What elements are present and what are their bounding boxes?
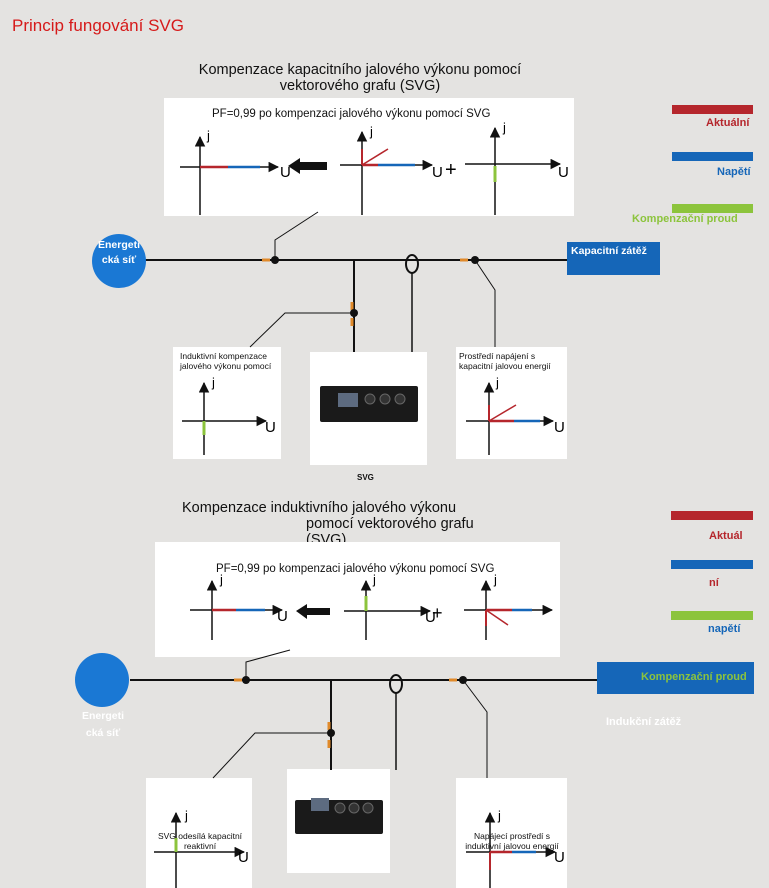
section1-left-vector [182,381,268,455]
page-title: Princip fungování SVG [12,16,184,35]
section1-vector-2 [340,130,434,215]
axis-u-label: U [554,419,565,436]
section1-device-label: SVG [357,473,374,482]
left-arrow-icon [296,604,330,619]
axis-j-label: j [206,128,210,143]
legend1-voltage-bar [672,152,753,161]
section1-left-panel-text: Induktivní kompenzace jalového výkonu po… [180,351,272,371]
axis-u-label: U [238,849,249,866]
legend1-current-label: Aktuální [706,117,750,129]
section1-load-box [567,242,660,275]
section1-vector-1 [180,135,280,215]
section2-panel-text: PF=0,99 po kompenzaci jalového výkonu po… [216,563,495,575]
section1-header-line2: vektorového grafu (SVG) [279,78,441,94]
section2-left-vector [154,811,246,888]
axis-j-label: j [493,572,497,587]
axis-u-label: U [554,849,565,866]
section1-right-vector [466,381,555,455]
legend2-voltage-label: ní [709,577,719,589]
section1-right-panel [456,347,567,459]
section2-right-vector [466,811,557,888]
axis-j-label: j [219,572,223,587]
legend1-voltage-label: Napětí [717,166,751,178]
legend2-current-label: Aktuál [709,530,743,542]
plus-sign: + [445,159,457,181]
legend2-compensation-label: napětí [708,623,741,635]
axis-j-label: j [372,572,376,587]
section2-header-line1: Kompenzace induktivního jalového výkonu [182,500,457,516]
section2-grid-node-label: Energetická síť [81,710,124,739]
section1-load-box-label: Kapacitní zátěž [571,245,647,257]
section1-grid-node [92,234,146,288]
section2-bus [130,649,597,779]
axis-u-label: U [558,164,569,181]
section2-right-panel-text: Napájecí prostředí s induktivní jalovou … [465,831,559,851]
section2-vector-1 [190,579,284,640]
plus-sign: + [432,603,443,623]
section1-header: Kompenzace kapacitního jalového výkonu p… [150,62,570,94]
axis-u-label: U [432,164,443,181]
axis-u-label: U [425,609,436,626]
legend1-current-bar [672,105,753,114]
left-arrow-icon [288,158,327,174]
section2-right-panel [456,778,567,888]
axis-u-label: U [277,608,288,625]
section1-left-panel [173,347,281,459]
legend2-voltage-bar [671,560,753,569]
section1-bus [140,211,567,352]
section2-grid-node [75,653,129,707]
axis-u-label: U [265,419,276,436]
section1-grid-node-label: Energetická síť [97,239,140,266]
section1-header-line1: Kompenzace kapacitního jalového výkonu p… [198,62,522,78]
legend1-compensation-label: Kompenzační proud [632,213,738,225]
axis-j-label: j [369,124,373,139]
legend2-current-bar [671,511,753,520]
section2-vector-2 [344,579,432,640]
section2-left-panel [146,778,252,888]
axis-u-label: U [280,164,291,181]
legend2-compensation-bar [671,611,753,620]
section2-load-caption: Indukční zátěž [606,716,682,728]
section1-panel-text: PF=0,99 po kompenzaci jalového výkonu po… [212,108,491,120]
section2-vector-3 [464,579,554,640]
axis-j-label: j [497,808,501,823]
axis-j-label: j [211,375,215,390]
axis-labels: j U j U + j U j U j U j U j U + j j U j … [184,120,569,866]
axis-j-label: j [184,808,188,823]
section2-header-line2: pomocí vektorového grafu [306,516,474,532]
section2-vector-panel [155,542,560,657]
section1-right-panel-text: Prostředí napájení s kapacitní jalovou e… [459,351,551,371]
section1-vector-panel [164,98,574,216]
axis-j-label: j [502,120,506,135]
section1-vector-3 [465,126,562,215]
legend1-compensation-bar [672,204,753,213]
axis-j-label: j [495,375,499,390]
section2-load-box-label: Kompenzační proud [641,671,747,683]
section2-left-panel-text: SVG odesílá kapacitní reaktivní [157,831,243,851]
section2-load-box [597,662,754,694]
svg-device-detail [311,393,406,814]
